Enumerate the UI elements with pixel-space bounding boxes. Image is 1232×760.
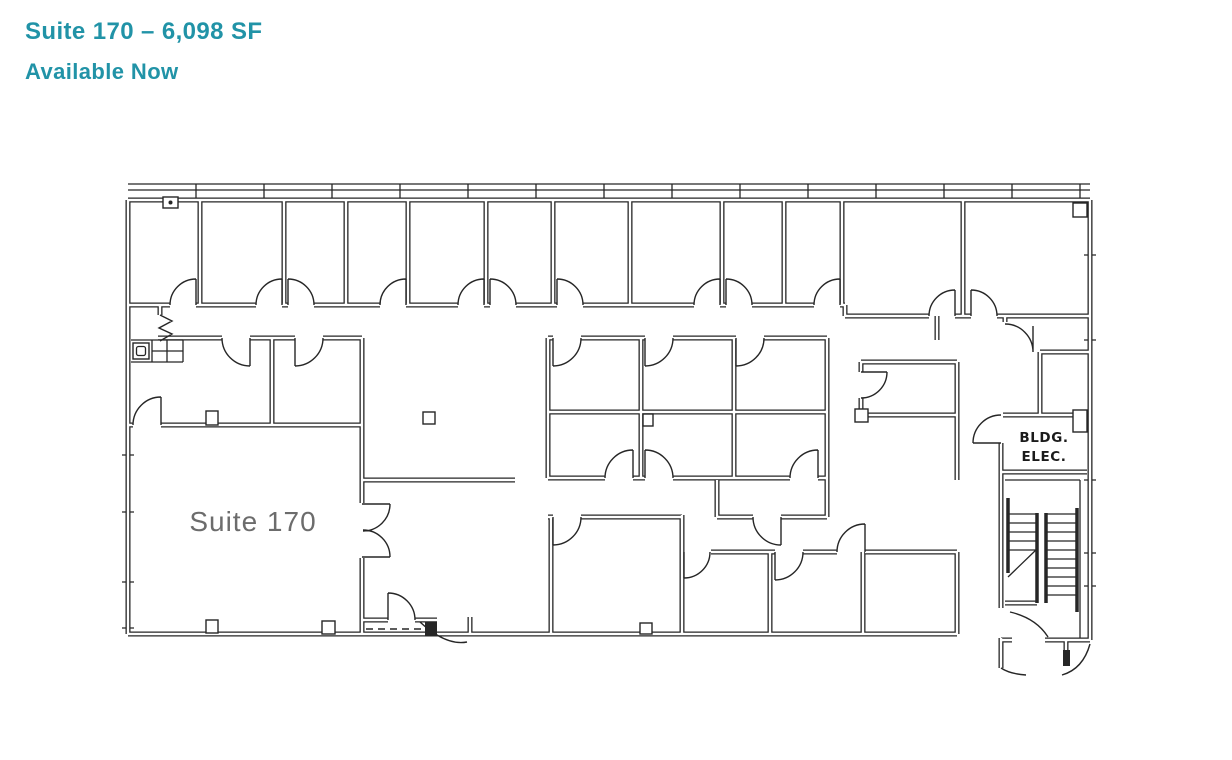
availability-label: Available Now bbox=[25, 59, 179, 84]
kitchen-counter bbox=[131, 339, 184, 363]
sink bbox=[132, 342, 150, 360]
columns bbox=[162, 196, 1088, 666]
page-header: Suite 170 – 6,098 SF Available Now bbox=[25, 18, 262, 85]
stairs bbox=[1005, 479, 1081, 638]
suite-label: Suite 170 bbox=[189, 506, 316, 537]
bldg-elec-label-line2: ELEC. bbox=[1021, 449, 1066, 465]
bldg-elec-label-line1: BLDG. bbox=[1019, 430, 1068, 446]
suite-title: Suite 170 – 6,098 SF bbox=[25, 18, 263, 45]
door-swings bbox=[132, 278, 1091, 676]
walls bbox=[125, 197, 1093, 668]
window-mullions bbox=[122, 183, 1096, 629]
